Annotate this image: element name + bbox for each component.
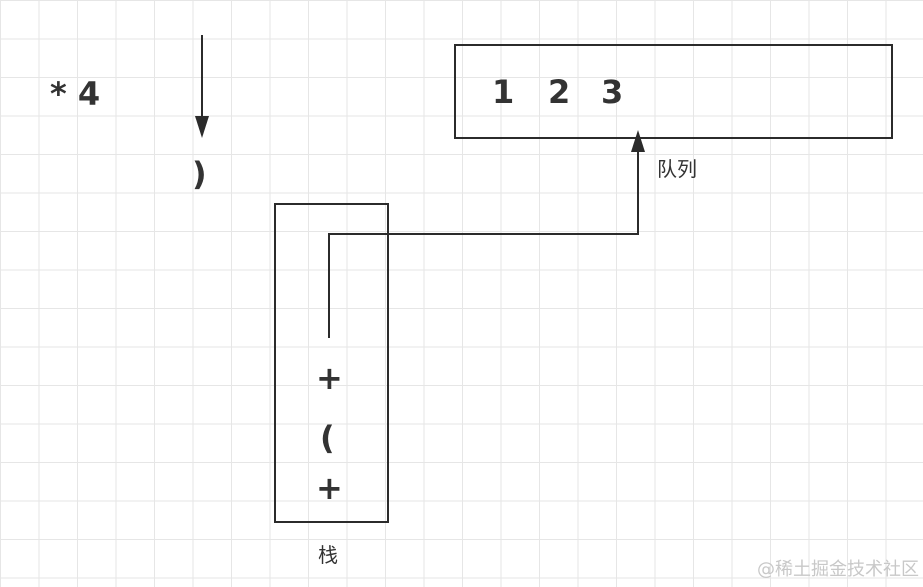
stack-label: 栈 (318, 543, 338, 567)
input-down-arrow-head (195, 116, 209, 138)
queue-label: 队列 (657, 157, 697, 181)
queue-item: 1 (492, 73, 515, 111)
stack-box (274, 203, 389, 523)
next-token: ) (192, 155, 207, 193)
pending-expression: * 4 (50, 75, 101, 113)
stack-item: + (316, 359, 343, 397)
queue-item: 3 (601, 73, 624, 111)
stack-item: + (316, 469, 343, 507)
stack-to-queue-connector (328, 150, 639, 338)
watermark: @稀土掘金技术社区 (757, 559, 919, 580)
stack-to-queue-arrow-head (631, 130, 645, 152)
stack-item: ( (320, 419, 335, 457)
queue-item: 2 (548, 73, 571, 111)
queue-box (454, 44, 893, 139)
